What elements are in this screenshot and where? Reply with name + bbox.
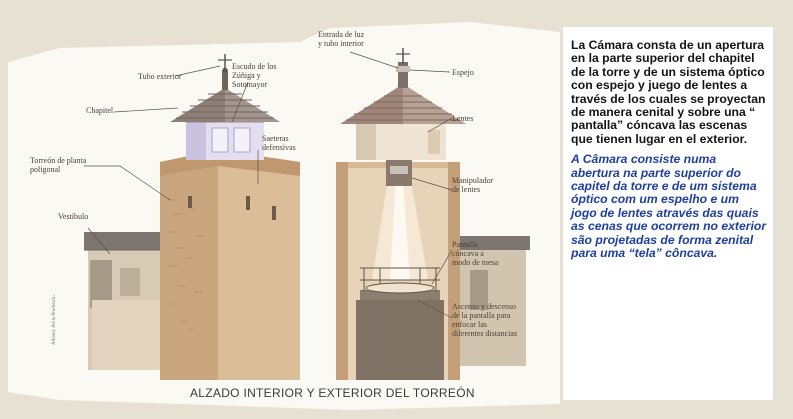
left-tower	[84, 54, 300, 380]
concave-screen	[365, 282, 435, 294]
label-saeteras: Saeteras defensivas	[262, 134, 296, 152]
label-pantalla: Pantalla cóncava a modo de mesa	[452, 240, 499, 267]
left-house-roof	[84, 232, 168, 250]
label-entrada-luz: Entrada de luz y tubo interior	[318, 30, 365, 48]
description-panel: La Cámara consta de un apertura en la pa…	[563, 27, 773, 400]
label-lentes: Lentes	[452, 114, 474, 123]
label-chapitel: Chapitel	[86, 106, 114, 115]
figure-caption: ALZADO INTERIOR Y EXTERIOR DEL TORREÓN	[190, 386, 475, 400]
label-tubo-exterior: Tubo exterior	[138, 72, 182, 81]
portuguese-description: A Câmara consiste numa abertura na parte…	[571, 152, 767, 261]
label-ascenso: Ascenso y descenso de la pantalla para e…	[452, 302, 518, 338]
spanish-description: La Cámara consta de un apertura en la pa…	[571, 38, 766, 146]
right-house-wall	[456, 246, 526, 366]
label-escudos: Escudo de los Zúñiga y Sotomayor	[232, 62, 277, 89]
artist-credit: Albarez Ávila Prudencio	[52, 295, 57, 345]
left-tube	[222, 70, 228, 90]
label-manipulador: Manipulador de lentes	[452, 176, 494, 194]
vestibule	[92, 300, 162, 370]
right-tower	[336, 48, 530, 380]
left-tower-body	[160, 150, 218, 380]
label-espejo: Espejo	[452, 68, 474, 77]
label-vestibulo: Vestíbulo	[58, 212, 89, 221]
label-torreon: Torreón de planta poligonal	[30, 156, 87, 174]
